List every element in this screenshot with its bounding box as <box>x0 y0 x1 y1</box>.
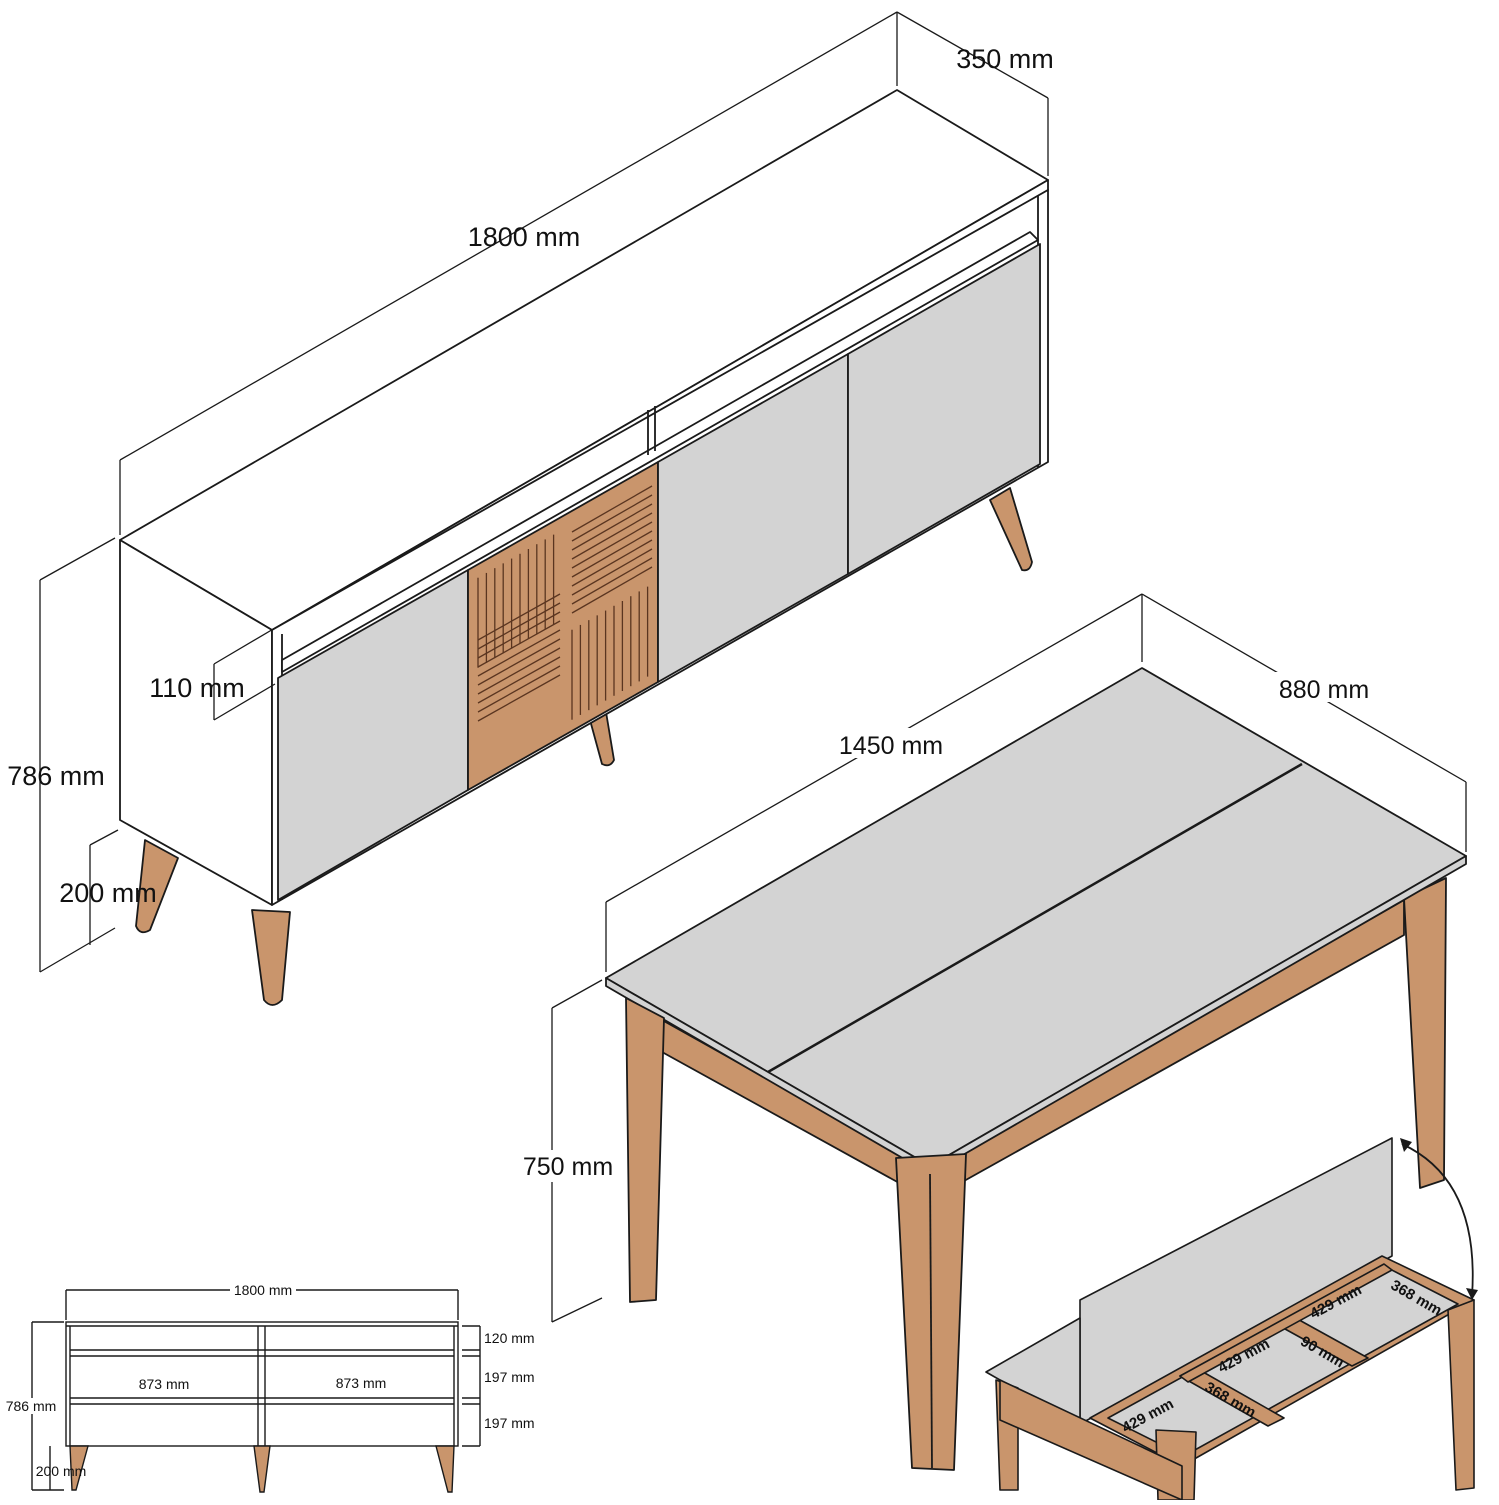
sideboard-door-4 <box>847 243 1041 575</box>
front-view-bottom-shelf-label: 197 mm <box>484 1415 535 1431</box>
table-width-label: 880 mm <box>1279 676 1369 704</box>
sideboard-back-leg-right <box>989 487 1033 572</box>
storage-detail <box>985 1137 1475 1501</box>
table-drawing <box>605 667 1467 1471</box>
table-length-label: 1450 mm <box>839 732 943 760</box>
door-slat-pattern <box>477 485 653 722</box>
sideboard-leg-height-label: 200 mm <box>59 878 157 908</box>
sideboard-back-leg-middle <box>589 711 615 767</box>
sideboard-shelf-gap-label: 110 mm <box>149 673 245 703</box>
front-view-height-label: 786 mm <box>6 1398 57 1414</box>
sideboard-width-label: 1800 mm <box>468 222 581 252</box>
sideboard-dimensions <box>39 11 1049 973</box>
sideboard-height-label: 786 mm <box>7 761 105 791</box>
sideboard-drawing <box>119 89 1049 1006</box>
sideboard-open-shelf <box>281 231 1039 673</box>
table-height-label: 750 mm <box>523 1153 613 1181</box>
front-view-leg-label: 200 mm <box>36 1463 87 1479</box>
lid-rotation-arrow <box>1401 1143 1474 1297</box>
table-leg-front-left <box>625 997 665 1303</box>
sideboard-depth-label: 350 mm <box>956 44 1054 74</box>
front-view-right-width-label: 873 mm <box>336 1375 387 1391</box>
front-view-width-label: 1800 mm <box>234 1282 292 1298</box>
front-view-drawing <box>31 1289 481 1493</box>
front-view-middle-shelf-label: 197 mm <box>484 1369 535 1385</box>
front-view-left-width-label: 873 mm <box>139 1376 190 1392</box>
sideboard-side-leg <box>135 839 179 934</box>
sideboard-front-leg-left <box>251 909 291 1006</box>
front-view-top-shelf-label: 120 mm <box>484 1330 535 1346</box>
table-split-line <box>767 762 1303 1074</box>
